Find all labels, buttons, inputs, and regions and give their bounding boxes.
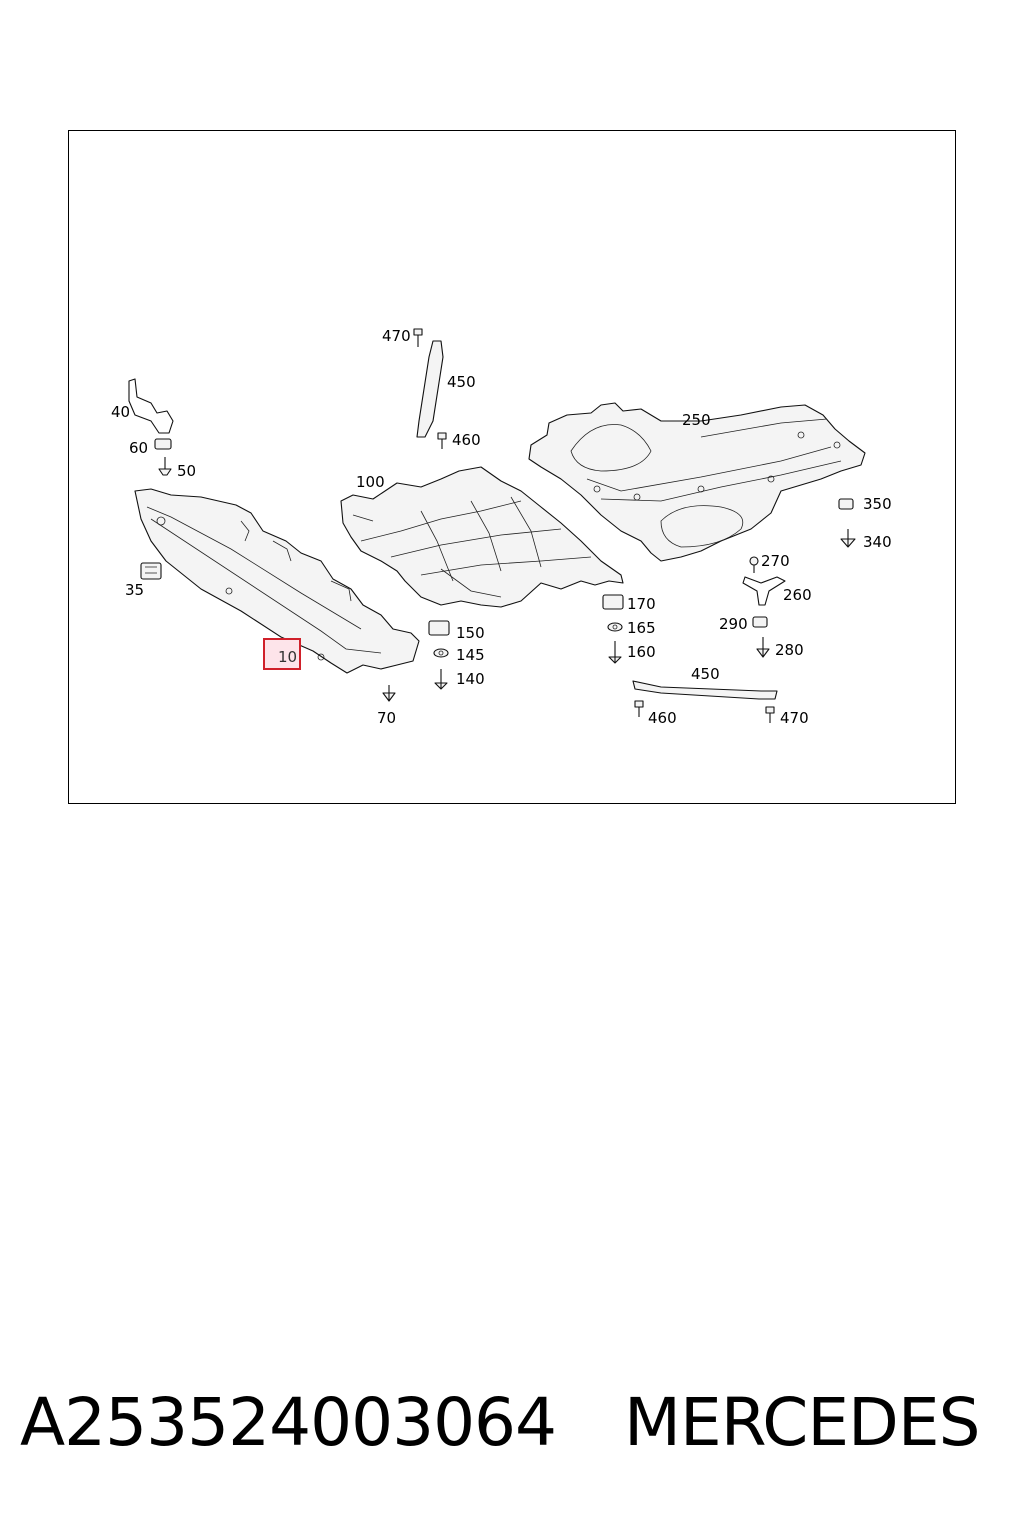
callout-35: 35 xyxy=(125,581,144,599)
callout-450-upper: 450 xyxy=(447,373,476,391)
part-number: A253524003064 xyxy=(20,1383,557,1461)
callout-250: 250 xyxy=(682,411,711,429)
part-450-strut-upper[interactable] xyxy=(416,340,444,438)
part-340-screw[interactable] xyxy=(840,529,856,548)
part-170-clip[interactable] xyxy=(602,594,624,610)
callout-290: 290 xyxy=(719,615,748,633)
part-260-bracket[interactable] xyxy=(742,576,786,606)
part-50-screw[interactable] xyxy=(158,457,172,476)
part-470-bolt-lower[interactable] xyxy=(765,706,775,723)
part-280-screw[interactable] xyxy=(756,637,770,658)
callout-170: 170 xyxy=(627,595,656,613)
diagram-frame: 470 450 460 40 60 50 100 250 350 340 35 … xyxy=(68,130,956,804)
brand-name: MERCEDES xyxy=(624,1383,980,1461)
part-10-underbody-panel[interactable] xyxy=(134,488,420,674)
part-150-clip[interactable] xyxy=(428,620,450,636)
callout-470-lower: 470 xyxy=(780,709,809,727)
part-165-washer[interactable] xyxy=(607,622,623,632)
callout-60: 60 xyxy=(129,439,148,457)
callout-470-upper: 470 xyxy=(382,327,411,345)
caption: A253524003064 MERCEDES xyxy=(0,1372,1024,1472)
parts-diagram: 470 450 460 40 60 50 100 250 350 340 35 … xyxy=(111,327,892,727)
callout-270: 270 xyxy=(761,552,790,570)
part-60-clip[interactable] xyxy=(154,438,172,450)
callout-280: 280 xyxy=(775,641,804,659)
callout-50: 50 xyxy=(177,462,196,480)
part-450-strut-lower[interactable] xyxy=(632,680,778,700)
part-250-rear-underbody-panel[interactable] xyxy=(528,402,866,562)
part-100-engine-underguard[interactable] xyxy=(340,466,624,608)
callout-160: 160 xyxy=(627,643,656,661)
callout-460-upper: 460 xyxy=(452,431,481,449)
callout-260: 260 xyxy=(783,586,812,604)
part-350-clip[interactable] xyxy=(838,498,854,510)
callout-140: 140 xyxy=(456,670,485,688)
callout-100: 100 xyxy=(356,473,385,491)
part-290-clip[interactable] xyxy=(752,616,768,628)
part-70-screw[interactable] xyxy=(382,685,396,702)
part-140-screw[interactable] xyxy=(434,669,448,690)
callout-145: 145 xyxy=(456,646,485,664)
part-35-clip[interactable] xyxy=(140,562,162,580)
callout-70: 70 xyxy=(377,709,396,727)
callout-10: 10 xyxy=(278,648,297,666)
callout-150: 150 xyxy=(456,624,485,642)
part-470-bolt-upper[interactable] xyxy=(413,328,423,347)
part-160-screw[interactable] xyxy=(608,641,622,664)
callout-350: 350 xyxy=(863,495,892,513)
callout-340: 340 xyxy=(863,533,892,551)
callout-165: 165 xyxy=(627,619,656,637)
part-40-bracket[interactable] xyxy=(128,378,174,434)
callout-460-lower: 460 xyxy=(648,709,677,727)
callout-10-highlight[interactable]: 10 xyxy=(263,638,301,670)
highlight-box xyxy=(263,638,301,670)
part-145-washer[interactable] xyxy=(433,648,449,658)
part-460-bolt-lower[interactable] xyxy=(634,700,644,717)
part-460-bolt-upper[interactable] xyxy=(437,432,447,449)
part-270-bolt[interactable] xyxy=(749,556,759,573)
callout-450-lower: 450 xyxy=(691,665,720,683)
callout-40: 40 xyxy=(111,403,130,421)
